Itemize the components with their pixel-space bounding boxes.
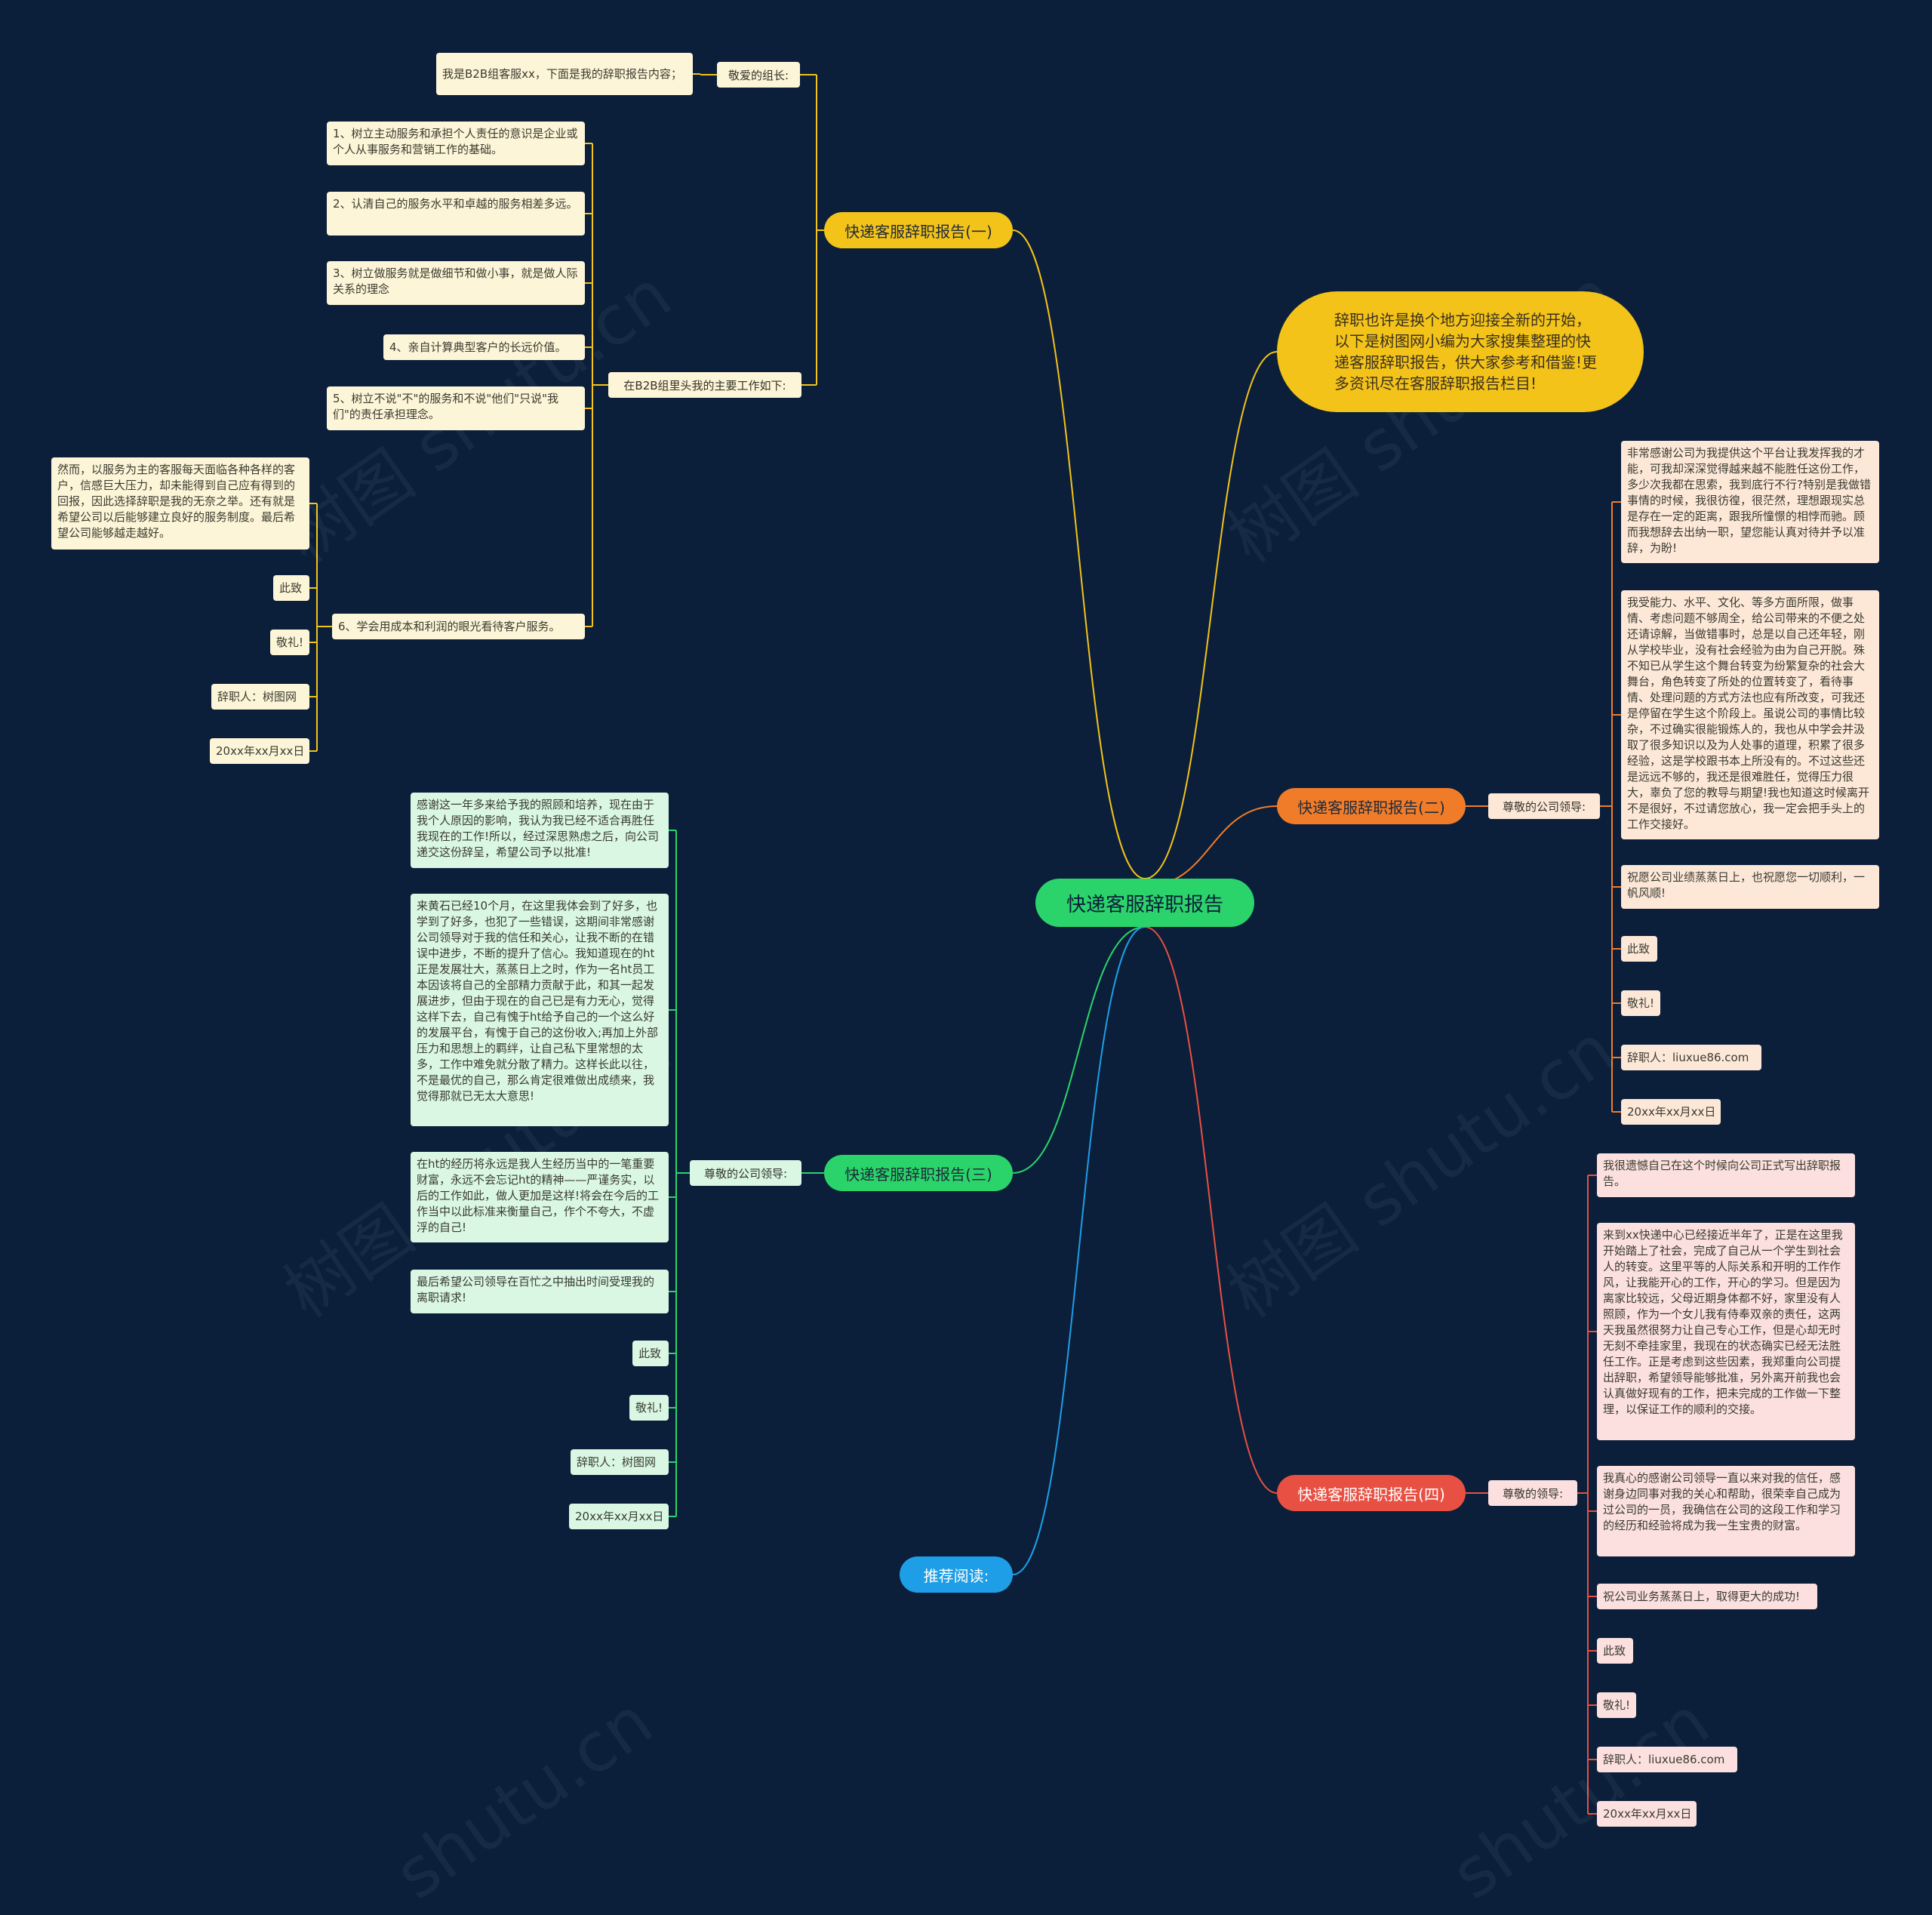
branch-4[interactable]: 快递客服辞职报告(四) (1277, 1475, 1466, 1511)
branch-1[interactable]: 快递客服辞职报告(一) (824, 212, 1013, 248)
branch3-date[interactable]: 20xx年xx月xx日 (569, 1504, 669, 1529)
branch4-para-1[interactable]: 我很遗憾自己在这个时候向公司正式写出辞职报告。 (1597, 1153, 1855, 1197)
branch1-item6-signer[interactable]: 辞职人：树图网 (211, 684, 309, 710)
branch1-item6-closing[interactable]: 此致 (273, 575, 309, 601)
branch4-date[interactable]: 20xx年xx月xx日 (1597, 1801, 1697, 1827)
branch1-item-3[interactable]: 3、树立做服务就是做细节和做小事，就是做人际关系的理念 (327, 261, 585, 305)
link-root-b1 (1012, 229, 1146, 879)
branch2-closing[interactable]: 此致 (1621, 936, 1657, 962)
branch1-item-1[interactable]: 1、树立主动服务和承担个人责任的意识是企业或个人从事服务和营销工作的基础。 (327, 122, 585, 165)
branch1-item6-note[interactable]: 然而，以服务为主的客服每天面临各种各样的客户，信感巨大压力，却未能得到自己应有得… (51, 457, 309, 550)
branch1-item-6[interactable]: 6、学会用成本和利润的眼光看待客户服务。 (332, 614, 585, 639)
branch2-signer[interactable]: 辞职人：liuxue86.com (1621, 1045, 1761, 1070)
link-root-intro (1144, 351, 1278, 879)
branch2-para-2[interactable]: 我受能力、水平、文化、等多方面所限，做事情、考虑问题不够周全，给公司带来的不便之… (1621, 590, 1879, 839)
branch3-para-1[interactable]: 感谢这一年多来给予我的照顾和培养，现在由于我个人原因的影响，我认为我已经不适合再… (411, 793, 669, 868)
branch3-para-4[interactable]: 最后希望公司领导在百忙之中抽出时间受理我的离职请求! (411, 1270, 669, 1313)
branch1-item-2[interactable]: 2、认清自己的服务水平和卓越的服务相差多远。 (327, 192, 585, 236)
branch3-signer[interactable]: 辞职人：树图网 (571, 1449, 669, 1475)
branch2-greeting[interactable]: 尊敬的公司领导: (1488, 793, 1600, 819)
intro-note[interactable]: 辞职也许是换个地方迎接全新的开始，以下是树图网小编为大家搜集整理的快递客服辞职报… (1277, 291, 1644, 412)
branch2-para-1[interactable]: 非常感谢公司为我提供这个平台让我发挥我的才能，可我却深深觉得越来越不能胜任这份工… (1621, 441, 1879, 563)
branch2-salute[interactable]: 敬礼! (1621, 990, 1660, 1016)
branch3-salute[interactable]: 敬礼! (629, 1395, 669, 1421)
branch4-para-3[interactable]: 我真心的感谢公司领导一直以来对我的信任，感谢身边同事对我的关心和帮助，很荣幸自己… (1597, 1466, 1855, 1556)
branch-3[interactable]: 快递客服辞职报告(三) (824, 1155, 1013, 1191)
link-root-b4 (1144, 926, 1278, 1494)
branch1-greeting-leaf[interactable]: 我是B2B组客服xx，下面是我的辞职报告内容； (436, 53, 693, 95)
branch4-greeting[interactable]: 尊敬的领导: (1488, 1480, 1577, 1506)
branch-2[interactable]: 快递客服辞职报告(二) (1277, 788, 1466, 824)
root-topic[interactable]: 快递客服辞职报告 (1035, 879, 1254, 927)
branch4-para-4[interactable]: 祝公司业务蒸蒸日上，取得更大的成功! (1597, 1584, 1817, 1609)
branch1-item-5[interactable]: 5、树立不说"不"的服务和不说"他们"只说"我们"的责任承担理念。 (327, 386, 585, 430)
link-root-b5 (1012, 926, 1146, 1575)
branch4-para-2[interactable]: 来到xx快递中心已经接近半年了，正是在这里我开始踏上了社会，完成了自己从一个学生… (1597, 1223, 1855, 1440)
branch3-closing[interactable]: 此致 (632, 1341, 669, 1366)
branch3-para-3[interactable]: 在ht的经历将永远是我人生经历当中的一笔重要财富，永远不会忘记ht的精神——严谨… (411, 1152, 669, 1242)
branch-5[interactable]: 推荐阅读: (900, 1556, 1013, 1593)
branch4-salute[interactable]: 敬礼! (1597, 1692, 1636, 1718)
branch3-greeting[interactable]: 尊敬的公司领导: (690, 1160, 801, 1186)
branch3-para-2[interactable]: 来黄石已经10个月，在这里我体会到了好多，也学到了好多，也犯了一些错误，这期间非… (411, 894, 669, 1126)
branch1-item-4[interactable]: 4、亲自计算典型客户的长远价值。 (383, 334, 585, 360)
link-root-b2 (1144, 805, 1278, 887)
branch1-item6-date[interactable]: 20xx年xx月xx日 (210, 738, 309, 764)
branch1-work-label[interactable]: 在B2B组里头我的主要工作如下: (608, 372, 801, 398)
link-root-b3 (1012, 926, 1146, 1174)
intro-text: 辞职也许是换个地方迎接全新的开始，以下是树图网小编为大家搜集整理的快递客服辞职报… (1334, 311, 1598, 393)
branch1-greeting[interactable]: 敬爱的组长: (717, 62, 800, 88)
branch4-closing[interactable]: 此致 (1597, 1638, 1633, 1664)
branch4-signer[interactable]: 辞职人：liuxue86.com (1597, 1747, 1737, 1772)
branch1-item6-salute[interactable]: 敬礼! (270, 630, 309, 655)
branch2-date[interactable]: 20xx年xx月xx日 (1621, 1099, 1721, 1125)
branch2-para-3[interactable]: 祝愿公司业绩蒸蒸日上，也祝愿您一切顺利，一帆风顺! (1621, 865, 1879, 909)
